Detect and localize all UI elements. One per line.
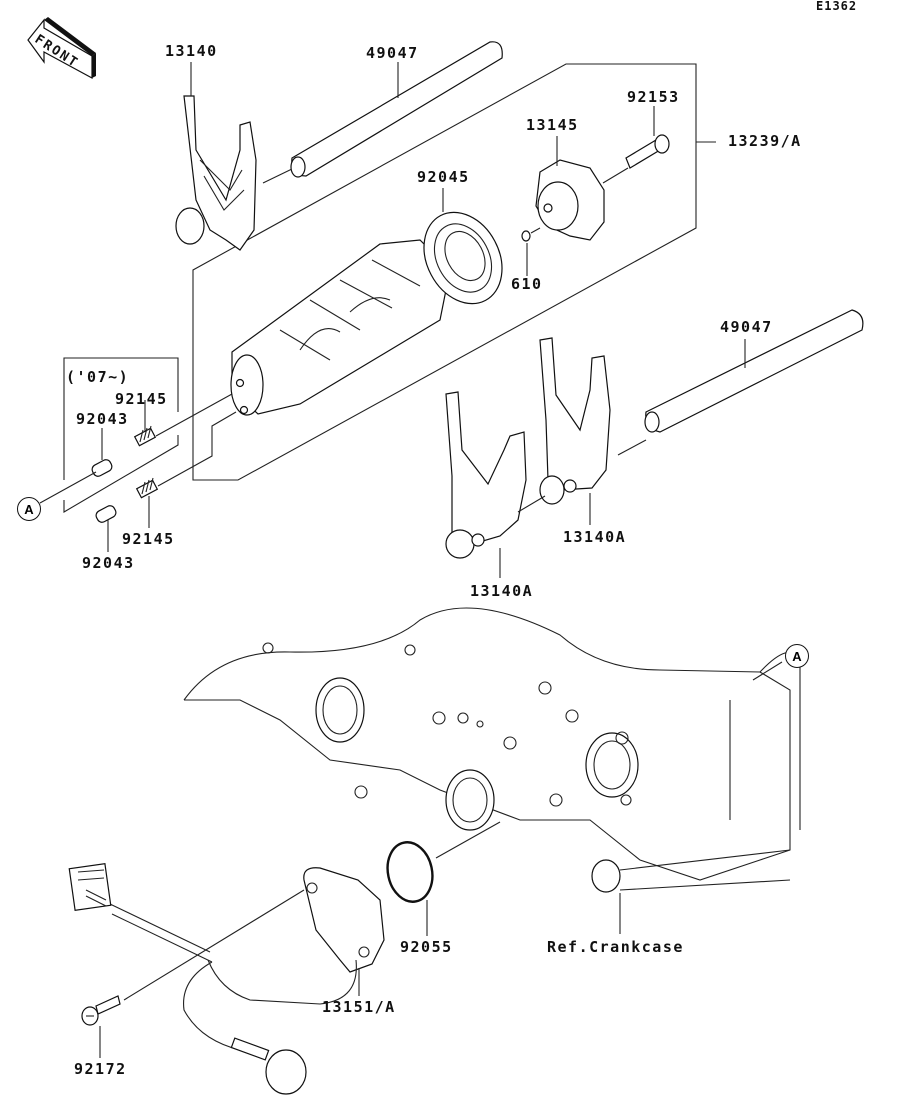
label-92153: 92153 [627,88,680,106]
crankcase-ref [183,607,801,893]
label-13140A-right: 13140A [563,528,627,546]
label-13239A: 13239/A [728,132,802,150]
label-13151A: 13151/A [322,998,396,1016]
shift-fork-13140A-right [539,337,611,505]
shift-drum-cam-13145 [535,159,605,241]
label-13140: 13140 [165,42,218,60]
label-92172: 92172 [74,1060,127,1078]
assembly-bracket-line [192,63,697,481]
label-92145-lower: 92145 [122,530,175,548]
shaft-49047-lower [644,309,864,433]
reference-marker-a-left: A [17,497,41,521]
label-ref-crankcase: Ref.Crankcase [547,938,684,956]
bearing-92045 [423,211,503,305]
label-92045: 92045 [417,168,470,186]
label-13145: 13145 [526,116,579,134]
label-610: 610 [511,275,543,293]
label-49047-upper: 49047 [366,44,419,62]
label-49047-lower: 49047 [720,318,773,336]
front-arrow-icon [27,17,96,80]
spring-92145-upper [133,425,157,447]
bolt-92153 [625,134,670,169]
label-13140A-left: 13140A [470,582,534,600]
shaft-49047-upper [290,41,503,178]
label-92043-upper: 92043 [76,410,129,428]
spring-92145-lower [135,477,159,499]
pin-92043-upper [91,459,113,477]
year-note: ('07~) [66,368,130,386]
reference-marker-a-right: A [785,644,809,668]
shift-drum [230,239,451,416]
pin-610 [521,230,531,242]
pin-92043-lower [95,505,117,523]
gear-position-sensor-13151A [68,863,385,1095]
screw-92172 [81,995,121,1026]
diagram-code: E1362 [816,0,858,13]
label-92043-lower: 92043 [82,554,135,572]
label-92055: 92055 [400,938,453,956]
shift-fork-13140 [175,95,257,251]
o-ring-92055 [386,841,434,903]
label-92145-upper: 92145 [115,390,168,408]
year-bracket-line [63,357,179,480]
shift-fork-13140A-left [445,391,527,559]
